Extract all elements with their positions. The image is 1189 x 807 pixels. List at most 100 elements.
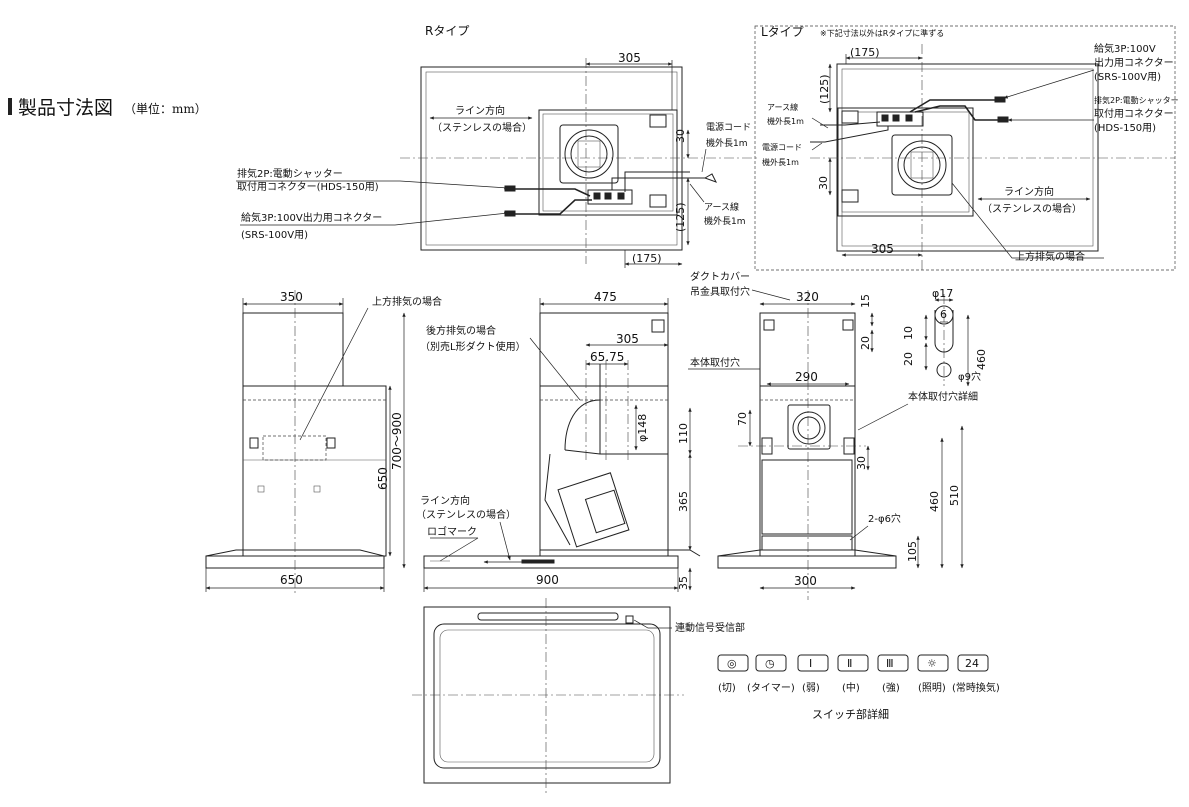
- r-dim-305: 305: [618, 51, 641, 65]
- side-dim-475: 475: [594, 290, 617, 304]
- mount-dim-460: 460: [928, 491, 941, 512]
- switch-off-label: (切): [718, 682, 736, 694]
- side-rear-1: 後方排気の場合: [426, 324, 496, 337]
- r-supply-3p-2: (SRS-100V用): [241, 230, 308, 241]
- mount-dim-30: 30: [855, 456, 868, 470]
- l-type-note: ※下記寸法以外はRタイプに準ずる: [820, 28, 944, 38]
- r-supply-3p-1: 給気3P:100V出力用コネクター: [241, 211, 382, 224]
- switch-button-high[interactable]: Ⅲ: [877, 654, 909, 672]
- mount-dim-105: 105: [906, 541, 919, 562]
- unit-label: （単位：mm）: [124, 101, 207, 116]
- signal-receiver-label: 連動信号受信部: [675, 621, 745, 634]
- mount-dim-320: 320: [796, 290, 819, 304]
- switch-timer-label: (タイマー): [747, 682, 795, 694]
- hole-phi17: φ17: [932, 287, 953, 300]
- hole-detail: φ17 6 10 20 460 φ9穴 本体取付穴詳細: [857, 287, 988, 431]
- r-dim-125: (125): [674, 202, 687, 232]
- side-dim-phi148: φ148: [636, 414, 649, 442]
- switch-button-light[interactable]: ☼: [917, 654, 949, 672]
- front-dim-350: 350: [280, 290, 303, 304]
- switch-button-mid[interactable]: Ⅱ: [837, 654, 869, 672]
- side-dim-900: 900: [536, 573, 559, 587]
- mount-duct-2: 吊金具取付穴: [690, 285, 750, 298]
- side-dim-65-75: 65.75: [590, 350, 624, 364]
- mount-dim-15: 15: [859, 294, 872, 308]
- l-type-view: Lタイプ ※下記寸法以外はRタイプに準ずる (175) (125): [754, 25, 1179, 271]
- l-type-label: Lタイプ: [761, 25, 804, 39]
- mount-dim-290: 290: [795, 370, 818, 384]
- l-power-1: 電源コード: [762, 143, 802, 152]
- l-dim-305: 305: [871, 242, 894, 256]
- hole-6: 6: [940, 308, 947, 321]
- r-power-2: 機外長1m: [706, 137, 748, 149]
- r-exhaust-2p-2: 取付用コネクター(HDS-150用): [237, 180, 379, 193]
- l-dim-125: (125): [818, 74, 831, 104]
- l-earth-1: アース線: [767, 102, 798, 112]
- l-exhaust-2: 取付用コネクター: [1094, 107, 1174, 120]
- switch-low-label: (弱): [802, 682, 820, 694]
- r-earth-2: 機外長1m: [704, 215, 746, 227]
- hole-20: 20: [902, 352, 915, 366]
- l-line-dir: ライン方向: [1004, 185, 1054, 198]
- side-dim-365: 365: [677, 491, 690, 512]
- l-exhaust-1: 排気2P:電動シャッター: [1094, 95, 1179, 105]
- mount-duct-1: ダクトカバー: [690, 270, 750, 283]
- l-supply-2: 出力用コネクター: [1094, 56, 1174, 69]
- side-line-dir-sub: （ステンレスの場合）: [416, 508, 516, 521]
- switch-high-label: (強): [882, 681, 900, 694]
- mount-dim-300: 300: [794, 574, 817, 588]
- switch-low-icon: Ⅰ: [809, 657, 812, 670]
- switch-24h-icon: 24: [965, 657, 979, 670]
- mount-body-hole: 本体取付穴: [690, 356, 740, 369]
- r-earth-1: アース線: [704, 201, 739, 213]
- switch-light-icon: ☼: [927, 657, 937, 670]
- mount-view: 320 15 20 290 70 30 460 510 105 300 ダクトカ…: [688, 270, 964, 600]
- switch-button-timer[interactable]: ◷: [755, 654, 787, 672]
- l-top-exhaust: 上方排気の場合: [1015, 250, 1085, 263]
- r-line-dir-sub: （ステンレスの場合）: [432, 121, 532, 134]
- r-exhaust-2p-1: 排気2P:電動シャッター: [237, 167, 343, 180]
- l-dim-30: 30: [817, 176, 830, 190]
- side-rear-2: （別売L形ダクト使用）: [420, 340, 526, 353]
- mount-dim-510: 510: [948, 485, 961, 506]
- switch-timer-icon: ◷: [765, 657, 775, 670]
- hole-phi9: φ9穴: [958, 370, 981, 383]
- switch-detail-title: スイッチ部詳細: [812, 707, 889, 721]
- l-earth-2: 機外長1m: [767, 116, 804, 126]
- front-top-exhaust: 上方排気の場合: [372, 295, 442, 308]
- l-power-2: 機外長1m: [762, 157, 799, 167]
- page-title: 製品寸法図: [18, 97, 113, 119]
- switch-mid-label: (中): [842, 681, 860, 694]
- side-line-dir: ライン方向: [420, 494, 470, 507]
- side-dim-35: 35: [677, 576, 690, 590]
- switch-button-low[interactable]: Ⅰ: [797, 654, 829, 672]
- r-power-1: 電源コード: [706, 122, 751, 133]
- switch-button-24h[interactable]: 24: [957, 654, 989, 672]
- r-type-view: Rタイプ 305 30 (125): [236, 24, 760, 268]
- front-dim-700-900: 700～900: [390, 412, 404, 470]
- l-supply-1: 給気3P:100V: [1094, 42, 1156, 55]
- switch-panel: ◎ (切) ◷ (タイマー) Ⅰ (弱) Ⅱ (中) Ⅲ (強) ☼ (照明): [717, 654, 1000, 721]
- hole-detail-label: 本体取付穴詳細: [908, 390, 978, 403]
- switch-mid-icon: Ⅱ: [847, 657, 852, 670]
- hole-10: 10: [902, 326, 915, 340]
- front-dim-650-h: 650: [376, 467, 390, 490]
- mount-dim-20: 20: [859, 336, 872, 350]
- r-dim-175: (175): [632, 252, 662, 265]
- front-dim-650-w: 650: [280, 573, 303, 587]
- bottom-view: 連動信号受信部: [412, 598, 745, 795]
- switch-high-icon: Ⅲ: [886, 657, 894, 670]
- r-line-dir: ライン方向: [455, 104, 505, 117]
- hole-460: 460: [975, 349, 988, 370]
- side-logo: ロゴマーク: [427, 525, 477, 538]
- switch-off-icon: ◎: [727, 657, 737, 670]
- l-dim-175: (175): [850, 46, 880, 59]
- switch-button-off[interactable]: ◎: [717, 654, 749, 672]
- mount-2-phi6: 2-φ6穴: [868, 512, 901, 525]
- title-bar: [8, 98, 12, 115]
- side-dim-305: 305: [616, 332, 639, 346]
- l-exhaust-3: (HDS-150用): [1094, 123, 1156, 134]
- switch-24h-label: (常時換気): [952, 681, 1000, 694]
- switch-light-label: (照明): [918, 682, 946, 694]
